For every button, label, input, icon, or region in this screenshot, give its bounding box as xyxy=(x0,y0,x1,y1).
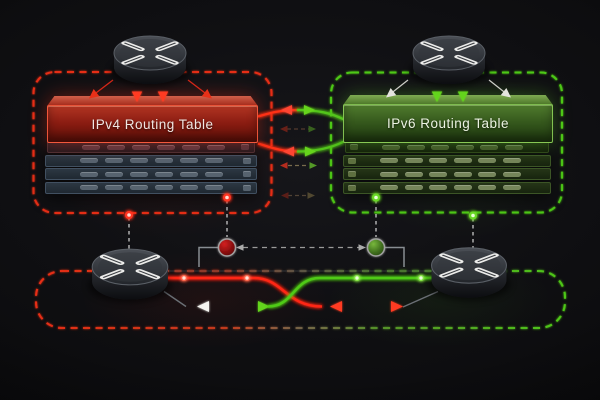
router-icon xyxy=(427,248,510,301)
router-icon xyxy=(88,249,172,303)
router-icon xyxy=(110,36,190,87)
router-icon xyxy=(409,36,489,87)
